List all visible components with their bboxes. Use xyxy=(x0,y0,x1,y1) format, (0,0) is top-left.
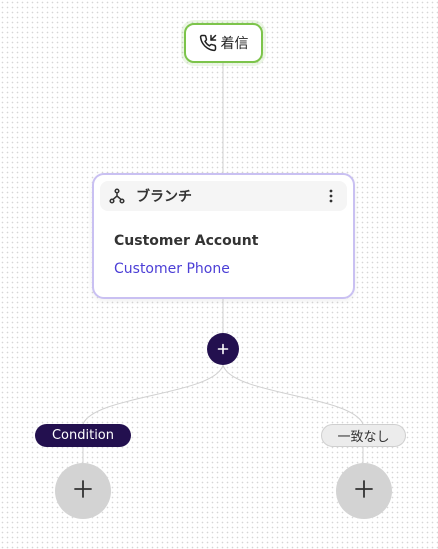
phone-incoming-icon xyxy=(199,34,217,52)
branch-field-value[interactable]: Customer Phone xyxy=(114,261,230,277)
incoming-call-label: 着信 xyxy=(220,36,249,52)
branch-node[interactable]: ブランチ Customer Account Customer Phone xyxy=(92,173,355,299)
branch-title: ブランチ xyxy=(136,189,192,205)
branch-header: ブランチ xyxy=(100,181,347,211)
incoming-call-node[interactable]: 着信 xyxy=(184,23,263,63)
edge-add-to-condition xyxy=(82,364,224,425)
edge-add-to-nomatch xyxy=(222,364,364,425)
add-no-match-step-button[interactable] xyxy=(336,463,392,519)
branch-field-label: Customer Account xyxy=(114,233,259,249)
plus-icon xyxy=(354,479,374,503)
no-match-branch-pill[interactable]: 一致なし xyxy=(321,424,406,447)
condition-branch-pill[interactable]: Condition xyxy=(35,424,131,447)
add-step-button[interactable] xyxy=(207,333,239,365)
add-condition-step-button[interactable] xyxy=(55,463,111,519)
kebab-menu-icon[interactable] xyxy=(325,188,337,204)
branch-icon xyxy=(109,188,125,204)
plus-icon xyxy=(73,479,93,503)
plus-icon xyxy=(217,340,229,359)
